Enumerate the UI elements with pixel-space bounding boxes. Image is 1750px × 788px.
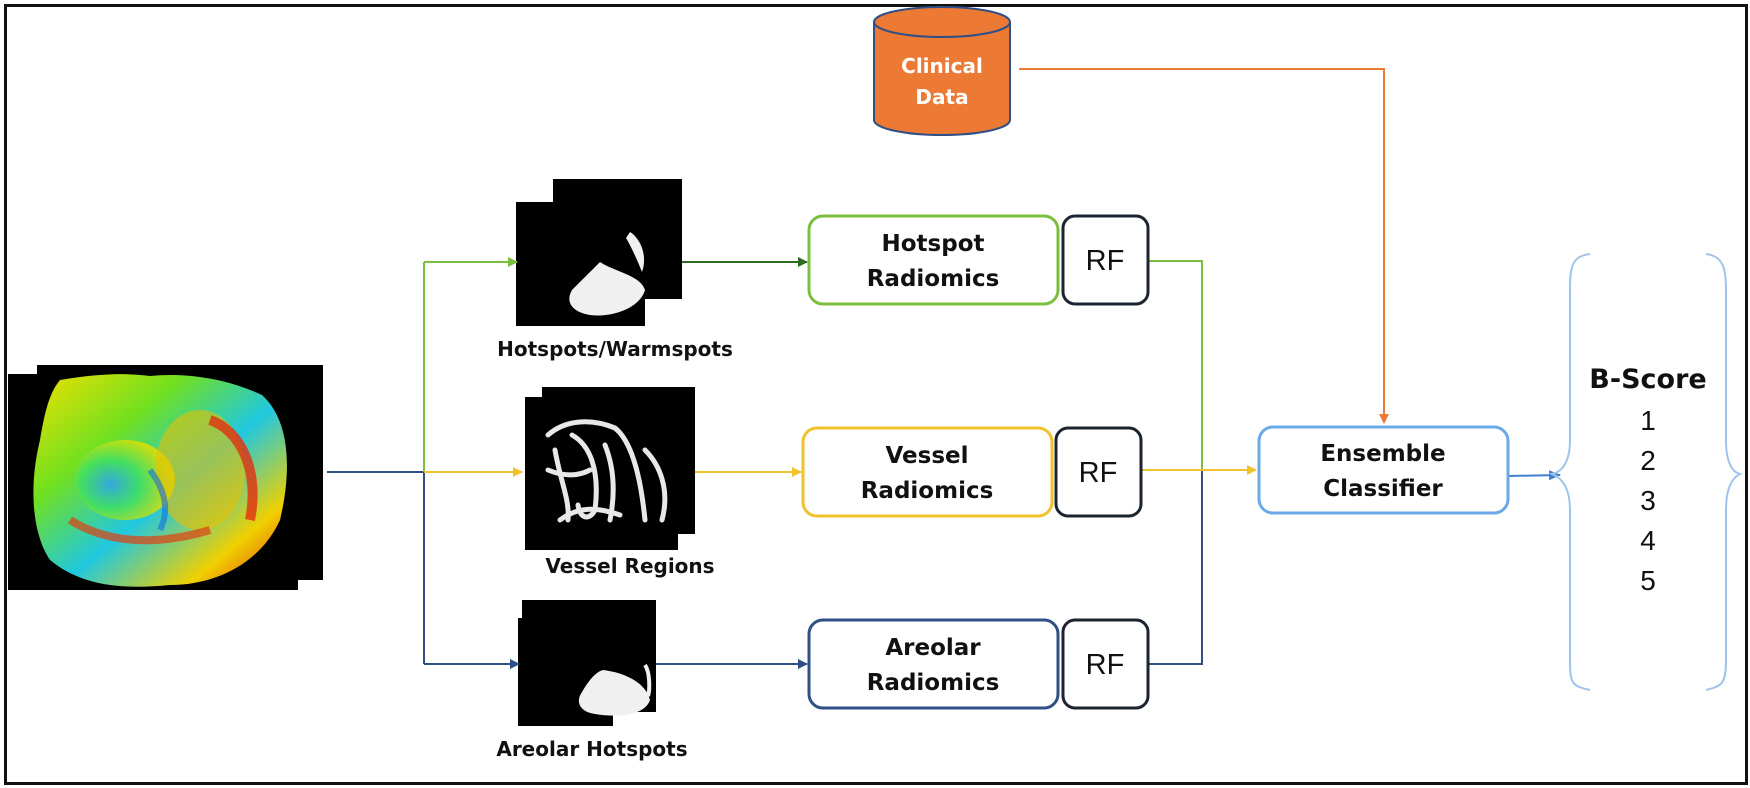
vessel-mask-image xyxy=(525,387,695,550)
rf-box-vessel: RF xyxy=(1054,426,1143,518)
areolar-hotspots-label: Areolar Hotspots xyxy=(496,737,687,761)
hotspot-radiomics-box: Hotspot Radiomics xyxy=(807,214,1060,306)
connector-rf-to-ensemble xyxy=(1141,260,1257,665)
hotspots-warmspots-label: Hotspots/Warmspots xyxy=(497,337,733,361)
thermal-input-image xyxy=(8,365,323,590)
arrow-ensemble-to-bscore xyxy=(1507,470,1561,481)
bscore-value-3: 3 xyxy=(1640,485,1656,516)
vessel-regions-label: Vessel Regions xyxy=(545,554,714,578)
areolar-radiomics-line2: Radiomics xyxy=(867,670,1000,696)
bscore-right-brace xyxy=(1705,253,1743,691)
bscore-value-5: 5 xyxy=(1640,565,1656,596)
clinical-data-label-line2: Data xyxy=(915,85,968,109)
bscore-title: B-Score xyxy=(1589,364,1706,395)
clinical-data-label-line1: Clinical xyxy=(901,54,983,78)
bscore-value-4: 4 xyxy=(1640,525,1656,556)
bscore-left-brace xyxy=(1548,253,1591,691)
connector-input-to-split xyxy=(327,262,425,664)
ensemble-classifier-box: Ensemble Classifier xyxy=(1257,425,1510,515)
areolar-mask-image xyxy=(518,600,656,726)
hotspot-radiomics-line2: Radiomics xyxy=(867,266,1000,292)
diagram-frame xyxy=(4,4,1748,785)
rf-box-areolar: RF xyxy=(1061,618,1150,710)
arrow-clinical-to-ensemble xyxy=(1019,68,1389,424)
rf-label-vessel: RF xyxy=(1079,457,1118,489)
hotspot-radiomics-line1: Hotspot xyxy=(882,231,985,257)
bscore-value-2: 2 xyxy=(1640,445,1656,476)
rf-label-hotspot: RF xyxy=(1086,245,1125,277)
ensemble-classifier-line1: Ensemble xyxy=(1320,441,1445,467)
vessel-radiomics-box: Vessel Radiomics xyxy=(801,426,1054,518)
vessel-radiomics-line1: Vessel xyxy=(885,443,968,469)
areolar-radiomics-box: Areolar Radiomics xyxy=(807,618,1060,710)
rf-label-areolar: RF xyxy=(1086,649,1125,681)
rf-box-hotspot: RF xyxy=(1061,214,1150,306)
vessel-radiomics-line2: Radiomics xyxy=(861,478,994,504)
ensemble-classifier-line2: Classifier xyxy=(1323,476,1443,502)
bscore-value-1: 1 xyxy=(1640,405,1656,436)
hotspot-mask-image xyxy=(516,179,682,326)
clinical-data-database: Clinical Data xyxy=(873,6,1011,136)
areolar-radiomics-line1: Areolar xyxy=(885,635,981,661)
